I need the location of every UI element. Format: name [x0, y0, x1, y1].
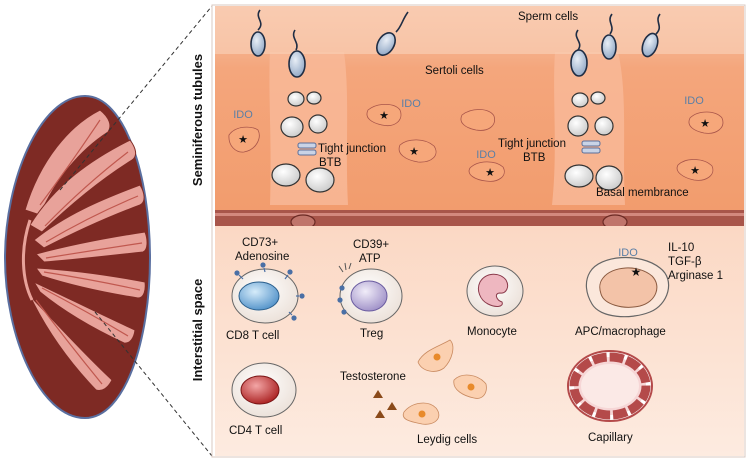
- apc-macrophage: ★: [585, 257, 670, 318]
- ido-cell: ★: [366, 103, 402, 127]
- label-ido: IDO: [233, 109, 253, 121]
- sperm-cell: [570, 29, 588, 77]
- cd8-t-cell: [231, 262, 305, 324]
- cd73-receptors: [234, 262, 305, 321]
- label-cd8-t-cell: CD8 T cell: [226, 330, 279, 342]
- label-btb-right: BTB: [523, 152, 546, 164]
- label-btb-left: BTB: [319, 157, 342, 169]
- label-ido-apc: IDO: [618, 247, 638, 259]
- svg-text:★: ★: [238, 134, 248, 146]
- zoom-line-top: [59, 5, 213, 191]
- label-apc-macrophage: APC/macrophage: [575, 326, 666, 338]
- label-cd73: CD73+: [242, 237, 278, 249]
- svg-text:★: ★: [379, 110, 389, 122]
- testis-septa: [22, 219, 34, 301]
- germ-cells-right: [564, 91, 623, 191]
- label-tight-junction-left: Tight junction: [318, 143, 386, 155]
- sperm-cell: [601, 13, 617, 60]
- tubule-lobule-lines: [35, 119, 143, 385]
- sperm-cells: [250, 9, 661, 78]
- testis-cross-section: [3, 94, 152, 420]
- germ-cells-left: [271, 91, 335, 193]
- label-ido: IDO: [684, 95, 704, 107]
- leydig-cell: [402, 402, 440, 425]
- sperm-cell: [641, 13, 661, 58]
- sperm-cell: [376, 11, 409, 56]
- leydig-cell: [417, 339, 454, 372]
- svg-text:★: ★: [690, 165, 700, 177]
- testosterone-triangles: [373, 390, 397, 418]
- ido-cell: ★: [468, 161, 505, 182]
- tight-junction-left: [297, 142, 317, 156]
- label-treg: Treg: [360, 328, 383, 340]
- label-ido: IDO: [401, 98, 421, 110]
- ido-cell: ★: [398, 139, 437, 163]
- capillary: [567, 350, 653, 422]
- ido-cell: ★: [688, 111, 724, 134]
- label-monocyte: Monocyte: [467, 326, 517, 338]
- ido-cells-tubule: ★ ★ ★ ★ ★ ★: [228, 103, 724, 182]
- svg-text:★: ★: [409, 146, 419, 158]
- ido-cell: [460, 109, 495, 131]
- svg-text:★: ★: [485, 167, 495, 179]
- tight-junction-right: [581, 140, 601, 154]
- svg-text:★: ★: [700, 118, 710, 130]
- interstitial-area: [215, 226, 744, 456]
- section-label-tubules: Seminiferous tubules: [190, 54, 205, 186]
- label-arginase: Arginase 1: [668, 270, 723, 282]
- monocyte: [466, 265, 524, 317]
- svg-text:★: ★: [631, 265, 642, 279]
- section-label-interstitial: Interstitial space: [190, 279, 205, 382]
- leydig-cells: [402, 339, 487, 425]
- label-il10: IL-10: [668, 242, 694, 254]
- leydig-cell: [453, 374, 487, 399]
- label-leydig-cells: Leydig cells: [417, 434, 477, 446]
- zoom-line-bottom: [94, 311, 213, 457]
- treg-cell: [337, 262, 403, 324]
- label-tgfb: TGF-β: [668, 256, 702, 268]
- label-cd39: CD39+: [353, 239, 389, 251]
- label-testosterone: Testosterone: [340, 371, 406, 383]
- zoom-panel-frame: [211, 4, 746, 458]
- cd39-receptors: [338, 262, 352, 273]
- label-capillary: Capillary: [588, 432, 633, 444]
- label-adenosine: Adenosine: [235, 251, 289, 263]
- cd4-t-cell: [231, 362, 297, 418]
- label-atp: ATP: [359, 253, 381, 265]
- sperm-cell: [250, 9, 266, 57]
- label-cd4-t-cell: CD4 T cell: [229, 425, 282, 437]
- label-ido: IDO: [476, 149, 496, 161]
- label-sertoli-cells: Sertoli cells: [425, 65, 484, 77]
- sperm-cell: [288, 29, 306, 78]
- ido-cell: ★: [676, 159, 714, 181]
- atp-dots: [337, 285, 347, 315]
- ido-cell: ★: [228, 126, 260, 153]
- label-sperm-cells: Sperm cells: [518, 11, 578, 23]
- label-basal-membrane: Basal membrance: [596, 187, 689, 199]
- label-tight-junction-right: Tight junction: [498, 138, 566, 150]
